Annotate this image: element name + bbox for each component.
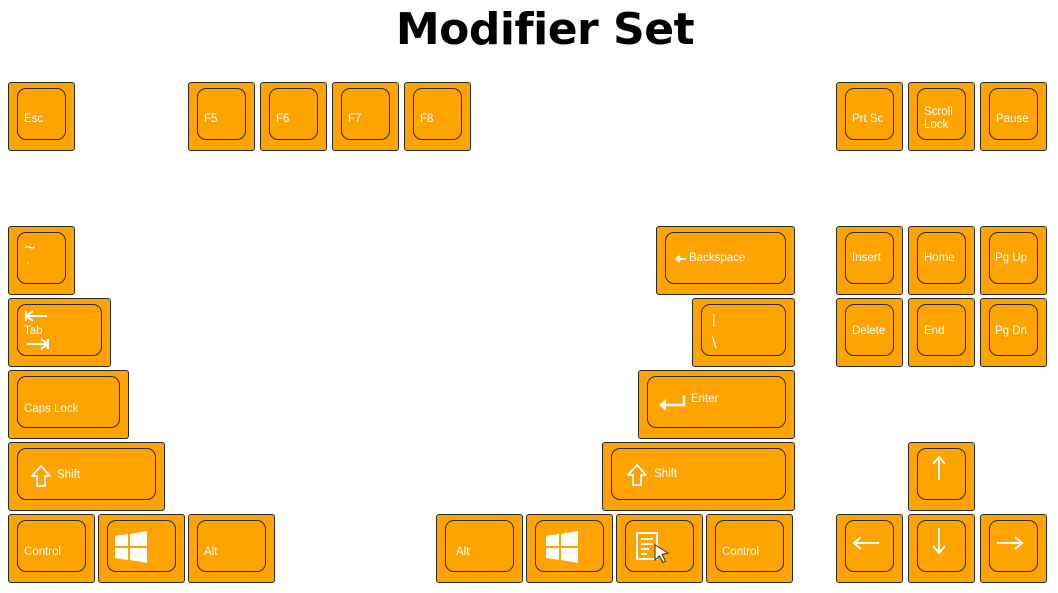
key-f5[interactable]: F5 (188, 82, 255, 151)
key-legend: \ (712, 335, 717, 352)
key-alt-right[interactable]: Alt (436, 514, 523, 583)
key-menu[interactable] (616, 514, 703, 583)
key-legend: Control (722, 546, 760, 558)
tab-arrows-icon (23, 309, 51, 351)
key-legend: Esc (24, 113, 44, 125)
arrow-down-icon (932, 527, 946, 555)
key-legend: Scroll (924, 106, 953, 118)
key-tab[interactable]: Tab (8, 298, 111, 367)
key-enter[interactable]: Enter (638, 370, 795, 439)
key-arrow-up[interactable] (908, 442, 975, 511)
shift-arrow-icon (626, 463, 648, 487)
key-legend: Prt Sc (852, 113, 884, 125)
arrow-right-icon (996, 536, 1024, 550)
key-insert[interactable]: Insert (836, 226, 903, 295)
key-arrow-right[interactable] (980, 514, 1047, 583)
key-caps-lock[interactable]: Caps Lock (8, 370, 129, 439)
key-esc[interactable]: Esc (8, 82, 75, 151)
windows-logo-icon (114, 531, 148, 563)
key-legend: Delete (852, 325, 886, 337)
key-windows-right[interactable] (526, 514, 613, 583)
key-legend: Lock (924, 119, 949, 131)
key-legend: Alt (456, 546, 470, 558)
key-backspace[interactable]: Backspace (656, 226, 795, 295)
arrow-left-icon (852, 536, 880, 550)
key-legend: Caps Lock (24, 403, 79, 415)
shift-arrow-icon (30, 464, 52, 488)
key-legend: F6 (276, 113, 290, 125)
key-alt-left[interactable]: Alt (188, 514, 275, 583)
key-tilde[interactable]: ~ ` (8, 226, 75, 295)
key-legend: Pg Dn (995, 325, 1027, 337)
key-delete[interactable]: Delete (836, 298, 903, 367)
key-legend: Pause (996, 113, 1029, 125)
key-scroll-lock[interactable]: Scroll Lock (908, 82, 975, 151)
key-legend: Enter (691, 393, 719, 405)
backspace-arrow-icon (675, 254, 687, 264)
key-legend: Tab (24, 325, 43, 337)
key-legend: Backspace (689, 252, 746, 264)
key-arrow-down[interactable] (908, 514, 975, 583)
key-legend: ~ (24, 237, 36, 259)
key-prtsc[interactable]: Prt Sc (836, 82, 903, 151)
key-backslash[interactable]: | \ (692, 298, 795, 367)
key-pgup[interactable]: Pg Up (980, 226, 1047, 295)
enter-arrow-icon (658, 394, 688, 412)
key-home[interactable]: Home (908, 226, 975, 295)
key-legend: Pg Up (995, 252, 1027, 264)
key-control-left[interactable]: Control (8, 514, 95, 583)
key-pause[interactable]: Pause (980, 82, 1047, 151)
page-title: Modifier Set (395, 4, 695, 55)
menu-key-icon (635, 531, 673, 565)
key-legend: Alt (204, 546, 218, 558)
key-legend: F5 (204, 113, 218, 125)
key-legend: F7 (348, 113, 362, 125)
key-legend: Control (24, 546, 62, 558)
key-pgdn[interactable]: Pg Dn (980, 298, 1047, 367)
key-f7[interactable]: F7 (332, 82, 399, 151)
arrow-up-icon (932, 455, 946, 481)
key-legend: Home (924, 252, 955, 264)
key-end[interactable]: End (908, 298, 975, 367)
key-legend: | (712, 311, 716, 327)
key-legend: F8 (420, 113, 434, 125)
key-shift-left[interactable]: Shift (8, 442, 165, 511)
key-windows-left[interactable] (98, 514, 185, 583)
key-control-right[interactable]: Control (706, 514, 793, 583)
key-legend: Shift (654, 468, 678, 480)
key-f6[interactable]: F6 (260, 82, 327, 151)
key-shift-right[interactable]: Shift (602, 442, 795, 511)
key-legend: End (924, 325, 945, 337)
windows-logo-icon (545, 531, 579, 563)
key-legend: ` (26, 260, 30, 274)
key-f8[interactable]: F8 (404, 82, 471, 151)
key-legend: Insert (852, 252, 881, 264)
key-arrow-left[interactable] (836, 514, 903, 583)
key-legend: Shift (57, 469, 81, 481)
